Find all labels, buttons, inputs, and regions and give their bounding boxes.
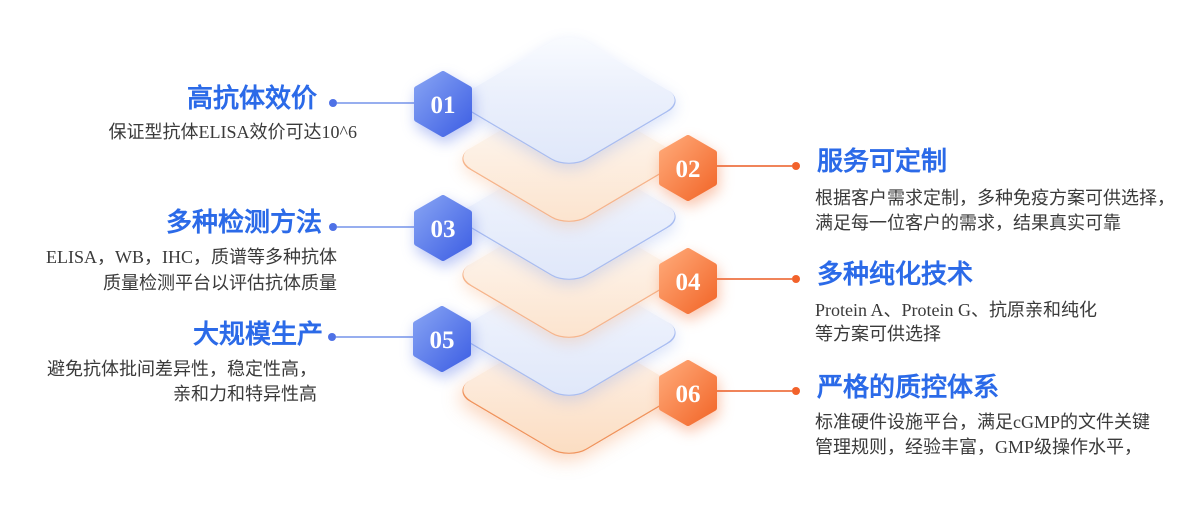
diamond-face (451, 31, 687, 171)
layer-diamond-2 (451, 89, 687, 229)
diamond-face (451, 147, 687, 287)
connector-line (337, 226, 414, 228)
feature-01-title: 高抗体效价 (186, 84, 317, 113)
connector-dot (328, 333, 336, 341)
badge-number: 01 (431, 92, 456, 119)
connector-05 (328, 333, 413, 341)
feature-04-title: 多种纯化技术 (817, 260, 974, 289)
feature-03-desc: ELISA，WB，IHC，质谱等多种抗体 质量检测平台以评估抗体质量 (46, 244, 337, 296)
connector-01 (329, 99, 414, 107)
connector-line (716, 165, 792, 167)
desc-line: 保证型抗体ELISA效价可达10^6 (108, 122, 357, 142)
connector-line (716, 278, 792, 280)
desc-line: 根据客户需求定制，多种免疫方案可供选择， (815, 188, 1175, 208)
feature-03-title: 多种检测方法 (165, 208, 322, 237)
diamond-face (451, 205, 687, 345)
hexagon-badge-04: 04 (659, 248, 717, 314)
hexagon-badge-02: 02 (659, 135, 717, 201)
diamond-face (451, 263, 687, 403)
hexagon-badge-06: 06 (659, 360, 717, 426)
connector-06 (716, 387, 800, 395)
feature-02-desc: 根据客户需求定制，多种免疫方案可供选择， 满足每一位客户的需求，结果真实可靠 (815, 186, 1175, 236)
desc-line: 亲和力和特异性高 (173, 384, 317, 404)
layer-diamond-3 (451, 147, 687, 287)
desc-line: 管理规则，经验丰富，GMP级操作水平， (815, 437, 1143, 457)
connector-dot (792, 162, 800, 170)
connector-dot (329, 99, 337, 107)
feature-05-title: 大规模生产 (192, 320, 323, 349)
connector-dot (329, 223, 337, 231)
diamond-face (451, 321, 687, 461)
feature-06-desc: 标准硬件设施平台，满足cGMP的文件关键 管理规则，经验丰富，GMP级操作水平， (815, 410, 1150, 460)
desc-line: 避免抗体批间差异性，稳定性高， (47, 359, 317, 379)
desc-line: 标准硬件设施平台，满足cGMP的文件关键 (815, 412, 1151, 432)
desc-line: 等方案可供选择 (815, 324, 941, 344)
layer-diamond-1 (451, 31, 687, 171)
connector-dot (792, 275, 800, 283)
desc-line: 质量检测平台以评估抗体质量 (103, 273, 337, 293)
desc-line: ELISA，WB，IHC，质谱等多种抗体 (46, 247, 337, 267)
feature-05-desc: 避免抗体批间差异性，稳定性高， 亲和力和特异性高 (47, 357, 317, 407)
connector-line (336, 336, 413, 338)
badge-number: 03 (431, 216, 456, 243)
badge-number: 05 (430, 327, 455, 354)
connector-03 (329, 223, 414, 231)
hexagon-badge-05: 05 (413, 306, 471, 372)
connector-04 (716, 275, 800, 283)
badge-number: 06 (676, 381, 701, 408)
connector-line (716, 390, 792, 392)
diamond-face (451, 89, 687, 229)
feature-06-title: 严格的质控体系 (817, 373, 1000, 402)
badge-number: 04 (676, 269, 702, 296)
hexagon-badge-03: 03 (414, 195, 472, 261)
feature-04-desc: Protein A、Protein G、抗原亲和纯化 等方案可供选择 (815, 298, 1097, 346)
connector-dot (792, 387, 800, 395)
layer-diamond-5 (451, 263, 687, 403)
connector-line (337, 102, 414, 104)
desc-line: Protein A、Protein G、抗原亲和纯化 (815, 300, 1097, 320)
badge-number: 02 (676, 156, 701, 183)
desc-line: 满足每一位客户的需求，结果真实可靠 (815, 213, 1121, 233)
feature-01-desc: 保证型抗体ELISA效价可达10^6 (109, 120, 357, 145)
layer-diamond-6 (451, 321, 687, 461)
feature-02-title: 服务可定制 (817, 147, 948, 176)
layer-diamond-4 (451, 205, 687, 345)
hexagon-badge-01: 01 (414, 71, 472, 137)
connector-02 (716, 162, 800, 170)
